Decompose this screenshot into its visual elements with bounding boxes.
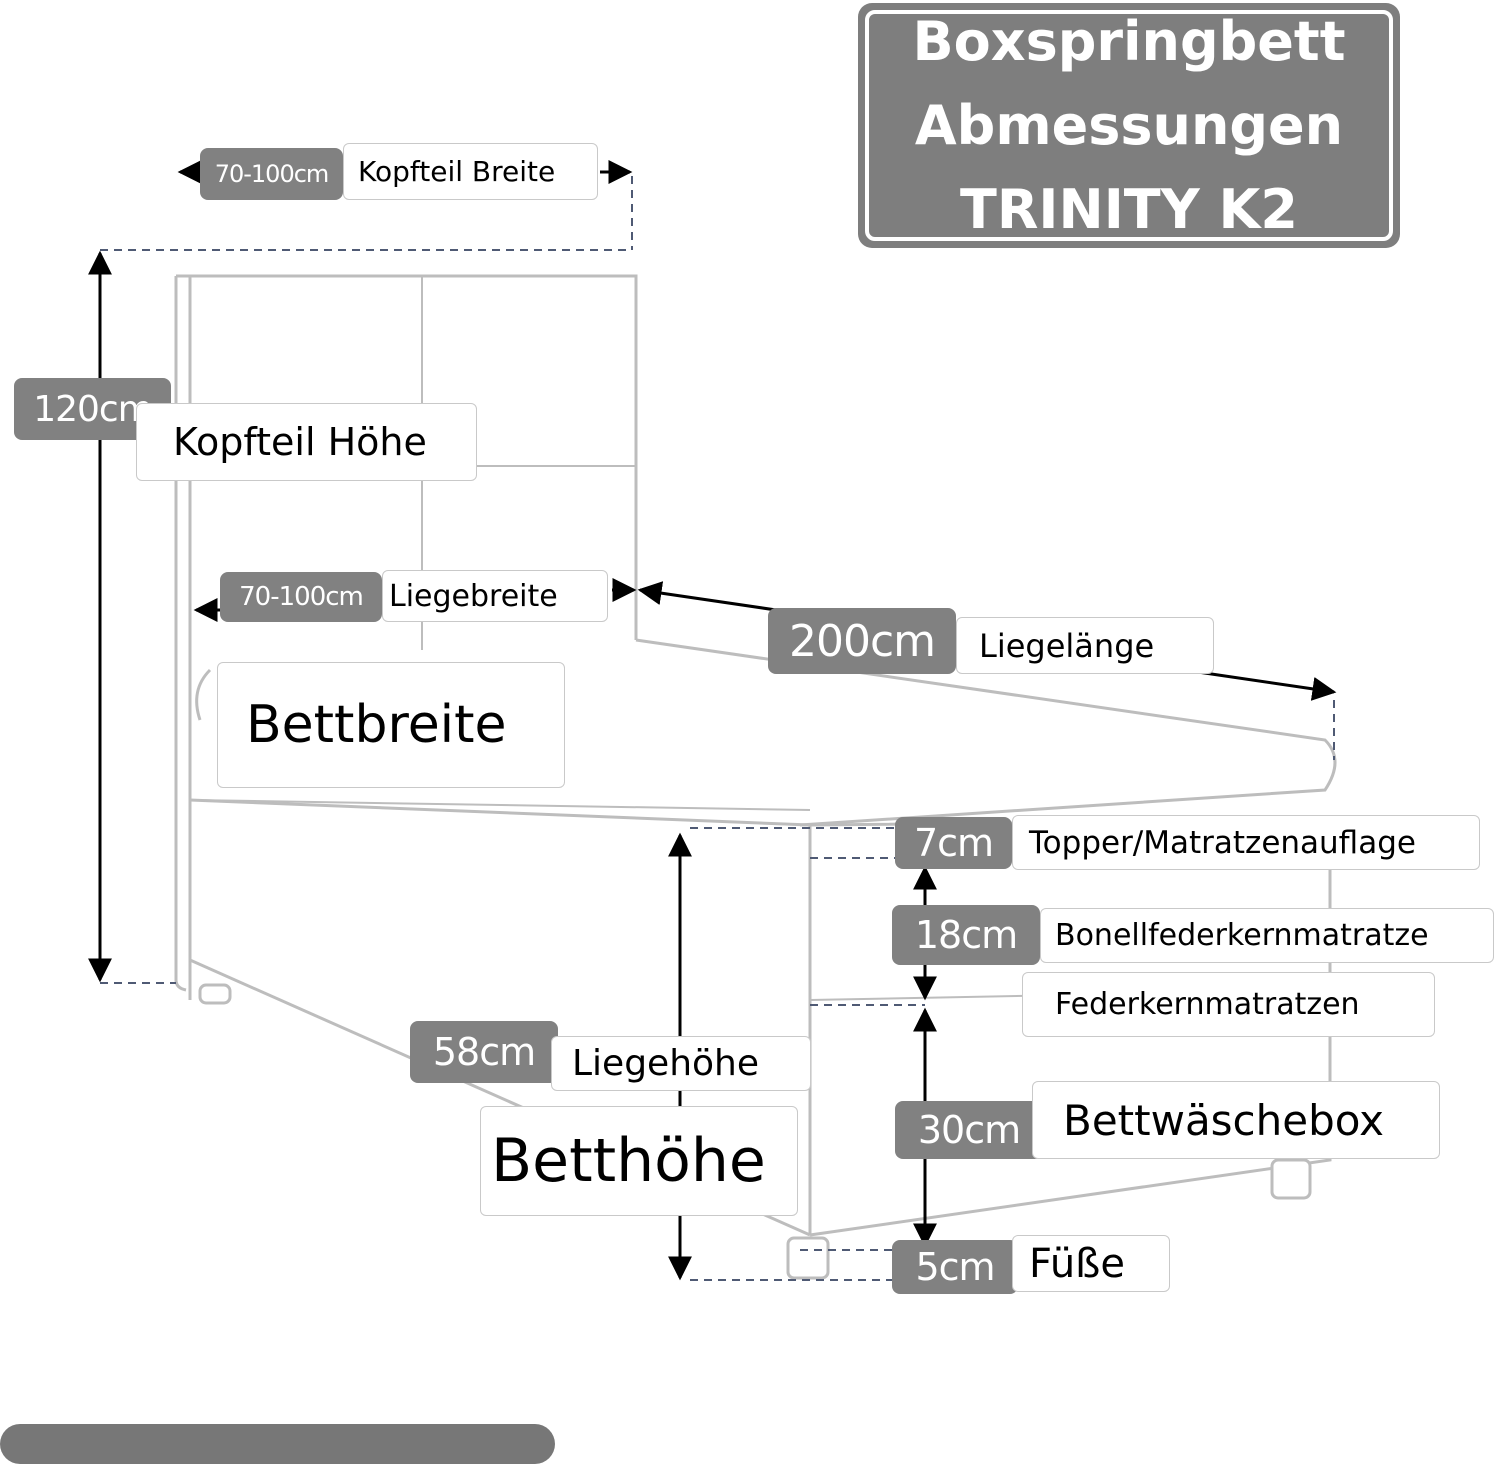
liegehoehe-label: Liegehöhe [551,1036,811,1091]
bed-feet [198,983,1312,1280]
fuesse-label: Füße [1012,1235,1170,1292]
liegelaenge-label: Liegelänge [956,617,1214,674]
title-line-3: TRINITY K2 [960,177,1298,241]
liegebreite-value: 70-100cm [220,572,382,622]
liegehoehe-value: 58cm [410,1021,558,1083]
matratze-label: Bonellfederkernmatratze [1040,908,1494,963]
kopfteil-breite-label: Kopfteil Breite [343,143,598,200]
topper-value: 7cm [895,817,1012,869]
topper-label: Topper/Matratzenauflage [1012,815,1480,870]
title-box: Boxspringbett Abmessungen TRINITY K2 [858,3,1400,248]
matratze-sublabel: Federkernmatratzen [1022,972,1435,1037]
title-line-1: Boxspringbett [912,9,1346,73]
liegebreite-label: Liegebreite [382,570,608,622]
headboard [174,274,638,1000]
bettwaeschebox-label: Bettwäschebox [1032,1081,1440,1159]
title-line-2: Abmessungen [914,93,1344,157]
liegelaenge-value: 200cm [768,608,956,674]
bettbreite-label: Bettbreite [217,662,565,788]
mattress [195,638,1337,827]
betthoehe-label: Betthöhe [480,1106,798,1216]
bettwaeschebox-value: 30cm [895,1101,1043,1159]
kopfteil-breite-value: 70-100cm [200,148,343,200]
fuesse-value: 5cm [892,1240,1018,1294]
kopfteil-hoehe-label: Kopfteil Höhe [136,403,477,481]
matratze-value: 18cm [892,905,1040,965]
guide-lines [100,176,1335,1281]
bottom-bar [0,1424,555,1464]
